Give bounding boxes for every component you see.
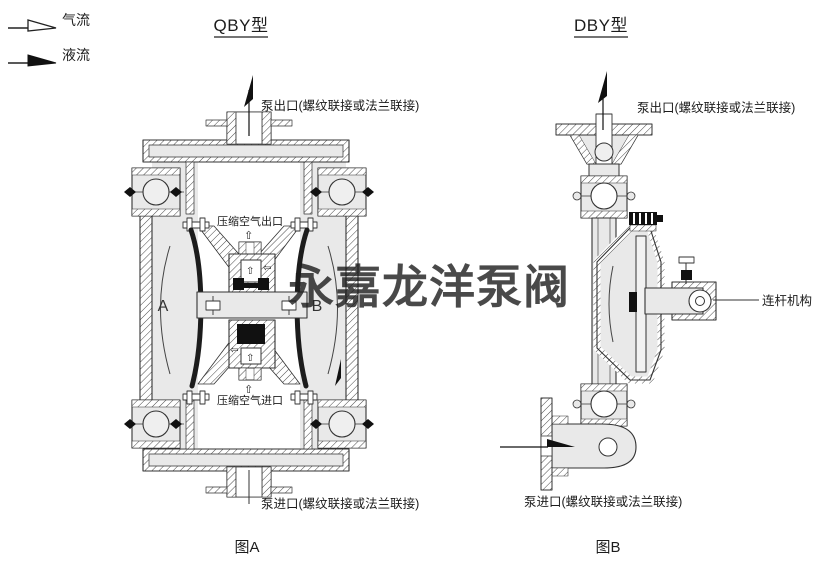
air-up-arrow-icon: ⇧ bbox=[244, 229, 253, 242]
dby-caption: 图B bbox=[595, 539, 620, 556]
qby-shaft-bolt bbox=[281, 296, 297, 315]
qby-bottom-manifold bbox=[142, 448, 350, 472]
check-valve-ball bbox=[590, 182, 618, 210]
flow-legend: 气流 液流 bbox=[8, 12, 90, 67]
qby-air-outlet-label: 压缩空气出口 bbox=[217, 214, 283, 228]
qby-air-valve: ⇧ ⇧ ⇦ ⇦ ⇧ ⇧ bbox=[228, 229, 276, 396]
dby-inlet-label: 泵进口(螺纹联接或法兰联接) bbox=[524, 494, 682, 509]
dby-rod-bolt bbox=[678, 256, 695, 284]
qby-inner-wall bbox=[303, 161, 313, 215]
liquid-flow-arrow-icon bbox=[8, 54, 57, 67]
check-valve-ball bbox=[594, 142, 614, 162]
check-valve-ball bbox=[328, 178, 356, 206]
dby-check-valve-bottom bbox=[572, 383, 636, 427]
qby-chamber-b-label: B bbox=[312, 298, 323, 315]
dby-check-valve-top bbox=[572, 175, 636, 219]
qby-inner-wall bbox=[185, 161, 195, 215]
qby-outlet-flow-arrow-icon bbox=[244, 75, 253, 136]
air-left-arrow-icon: ⇦ bbox=[230, 345, 238, 356]
qby-clamp-bolt bbox=[290, 390, 318, 405]
air-left-arrow-icon: ⇦ bbox=[263, 263, 271, 274]
qby-air-inlet-label: 压缩空气进口 bbox=[217, 393, 283, 407]
qby-outlet-label: 泵出口(螺纹联接或法兰联接) bbox=[261, 98, 419, 113]
dby-neck bbox=[588, 163, 620, 177]
qby-chamber-a-label: A bbox=[158, 298, 169, 315]
dby-inlet-flow-arrow-icon bbox=[500, 439, 575, 448]
air-flow-arrow-icon bbox=[8, 19, 57, 32]
dby-linkage-label: 连杆机构 bbox=[762, 293, 812, 308]
watermark: 永嘉龙洋泵阀 bbox=[288, 261, 570, 313]
air-flow-label: 气流 bbox=[62, 12, 90, 28]
check-valve-ball bbox=[142, 178, 170, 206]
air-up-arrow-icon: ⇧ bbox=[246, 266, 254, 277]
check-valve-ball bbox=[328, 410, 356, 438]
qby-title: QBY型 bbox=[214, 16, 269, 35]
dby-top-valve-block bbox=[629, 212, 663, 232]
dby-title: DBY型 bbox=[574, 16, 628, 35]
qby-clamp-bolt bbox=[290, 217, 318, 232]
dby-linkage-mechanism bbox=[644, 256, 717, 321]
qby-liquid-flow-arrow-icon bbox=[335, 359, 341, 386]
dby-outlet-flange bbox=[555, 113, 653, 165]
dby-outlet-label: 泵出口(螺纹联接或法兰联接) bbox=[637, 100, 795, 115]
qby-check-valve-bottom-right bbox=[310, 399, 374, 449]
qby-check-valve-top-right bbox=[310, 167, 374, 217]
qby-caption: 图A bbox=[234, 539, 259, 556]
check-valve-ball bbox=[590, 390, 618, 418]
qby-chamber-arc bbox=[327, 245, 338, 375]
dby-outlet-flow-arrow-icon bbox=[598, 71, 607, 130]
qby-pump-drawing: ⇧ ⇧ ⇦ ⇦ ⇧ ⇧ A B bbox=[124, 75, 419, 511]
qby-chamber-arc bbox=[160, 245, 171, 375]
dby-diaphragm-arc bbox=[608, 265, 614, 343]
air-up-arrow-icon: ⇧ bbox=[244, 383, 253, 396]
liquid-flow-label: 液流 bbox=[62, 47, 90, 63]
dby-inlet-elbow bbox=[551, 415, 637, 477]
check-valve-ball bbox=[142, 410, 170, 438]
qby-check-valve-top-left bbox=[124, 167, 184, 217]
qby-clamp-bolt bbox=[182, 390, 210, 405]
qby-shaft-bolt bbox=[205, 296, 221, 315]
dby-pump-drawing: 泵出口(螺纹联接或法兰联接) 连杆机构 泵进口(螺纹联接或法兰联接) bbox=[500, 71, 812, 509]
check-valve-ball bbox=[598, 437, 618, 457]
air-up-arrow-icon: ⇧ bbox=[246, 353, 254, 364]
qby-clamp-bolt bbox=[182, 217, 210, 232]
dby-diaphragm-hub bbox=[629, 292, 637, 312]
qby-left-wall bbox=[139, 215, 153, 401]
qby-inlet-label: 泵进口(螺纹联接或法兰联接) bbox=[261, 496, 419, 511]
qby-check-valve-bottom-left bbox=[124, 399, 184, 449]
